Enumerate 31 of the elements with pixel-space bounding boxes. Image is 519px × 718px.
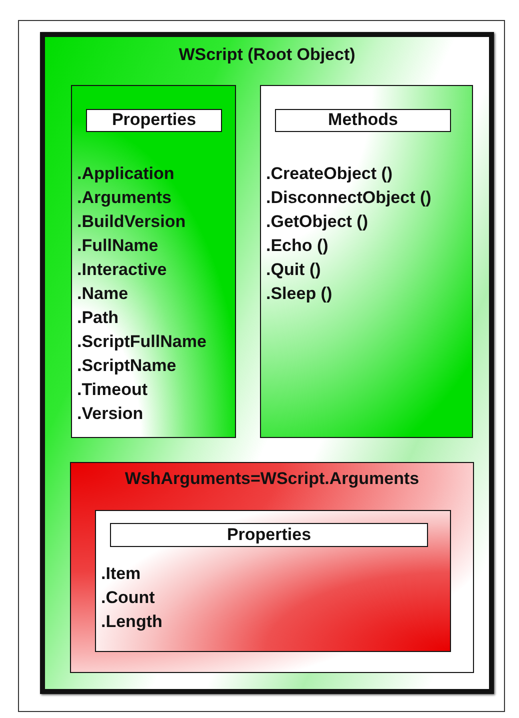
- section-header: [275, 109, 451, 132]
- section-header: [86, 109, 222, 132]
- member-name: .Count: [101, 588, 155, 608]
- member-name: .Interactive: [77, 260, 167, 280]
- panel-title: WScript (Root Object): [178, 45, 356, 65]
- member-name: .Application: [77, 164, 174, 184]
- member-name: .Item: [101, 564, 141, 584]
- member-name: .Timeout: [77, 380, 148, 400]
- member-name: .Path: [77, 308, 119, 328]
- member-name: .BuildVersion: [77, 212, 186, 232]
- member-name: .Arguments: [77, 188, 172, 208]
- member-name: .Length: [101, 612, 162, 632]
- section-title: Properties: [110, 110, 198, 130]
- section-title: Properties: [226, 524, 312, 545]
- member-name: .FullName: [77, 236, 158, 256]
- member-name: .Echo (): [266, 236, 328, 256]
- panel-title: WshArguments=WScript.Arguments: [124, 469, 420, 489]
- member-name: .Quit (): [266, 260, 321, 280]
- member-name: .Version: [77, 404, 144, 424]
- member-name: .Name: [77, 284, 128, 304]
- section-title: Methods: [327, 110, 399, 130]
- section-header: [110, 523, 428, 547]
- member-name: .CreateObject (): [266, 164, 393, 184]
- arguments-panel: [70, 462, 474, 673]
- member-name: .GetObject (): [266, 212, 368, 232]
- member-name: .ScriptName: [77, 356, 176, 376]
- member-name: .DisconnectObject (): [266, 188, 432, 208]
- member-name: .Sleep (): [266, 284, 332, 304]
- properties-panel: [71, 85, 236, 438]
- methods-panel: [260, 85, 473, 438]
- properties-panel: [95, 510, 451, 652]
